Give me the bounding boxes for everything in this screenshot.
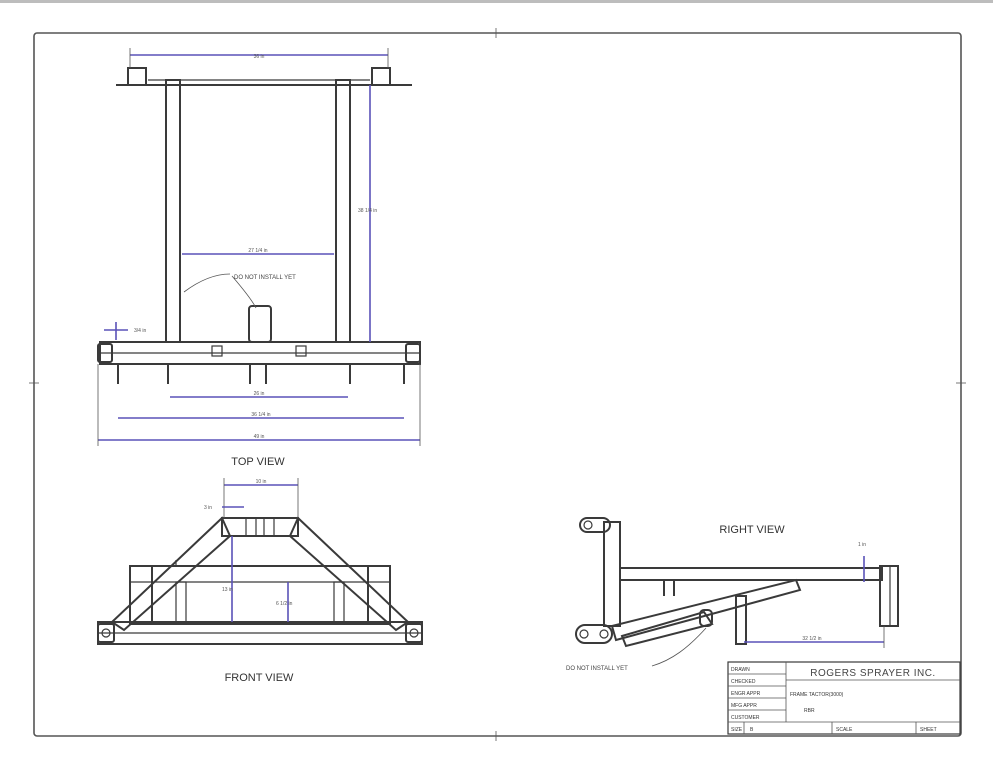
dim-front-inner-height: 6 1/2 in (276, 601, 293, 607)
dim-front-height: 13 in (222, 587, 233, 593)
tb-subtitle: RBR (804, 708, 815, 714)
tb-row-customer: CUSTOMER (731, 715, 760, 721)
tb-scale-label: SCALE (836, 727, 853, 733)
dim-top-inner: 27 1/4 in (248, 248, 267, 254)
dim-top-mid: 36 1/4 in (251, 412, 270, 418)
front-view: 10 in 3 in 13 in 6 1/2 in FRONT VIEW (97, 478, 423, 684)
tb-row-drawn: DRAWN (731, 667, 750, 673)
tb-row-mfg: MFG APPR (731, 703, 757, 709)
top-view-note: DO NOT INSTALL YET (234, 275, 296, 281)
drawing-border (33, 32, 962, 737)
dim-top-overall-upper: 36 in (254, 54, 265, 60)
dim-top-center: 26 in (254, 391, 265, 397)
top-view-label: TOP VIEW (231, 456, 285, 468)
dim-top-small: 3/4 in (134, 328, 146, 334)
right-view: 1 in 32 1/2 in DO NOT INSTALL YET RIGHT … (566, 517, 899, 672)
tb-row-engr: ENGR APPR (731, 691, 761, 697)
tb-company: ROGERS SPRAYER INC. (810, 668, 935, 679)
front-view-label: FRONT VIEW (225, 672, 294, 684)
tb-sheet-label: SHEET (920, 727, 937, 733)
right-view-note: DO NOT INSTALL YET (566, 666, 628, 672)
tb-size-label: SIZE (731, 727, 743, 733)
dim-front-top-span: 10 in (256, 479, 267, 485)
top-view: 36 in 38 1/4 in 27 1/4 in 3/4 in 26 in 3… (97, 48, 421, 468)
right-view-label: RIGHT VIEW (719, 524, 785, 536)
tb-size-value: B (750, 727, 754, 733)
dim-top-side-height: 38 1/4 in (358, 208, 377, 214)
title-block: DRAWN CHECKED ENGR APPR MFG APPR CUSTOME… (727, 661, 961, 735)
tb-title: FRAME TACTOR(3000) (790, 692, 844, 698)
tb-row-checked: CHECKED (731, 679, 756, 685)
dim-right-length: 32 1/2 in (802, 636, 821, 642)
dim-front-left: 3 in (204, 505, 212, 511)
dim-right-small: 1 in (858, 542, 866, 548)
dim-top-overall: 49 in (254, 434, 265, 440)
